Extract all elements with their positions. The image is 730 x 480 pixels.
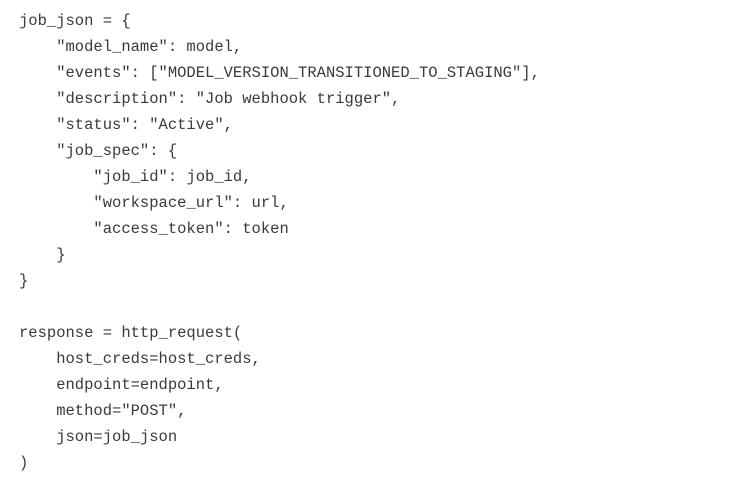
code-line-11: } bbox=[19, 272, 29, 290]
code-line-5: "status": "Active", bbox=[19, 116, 233, 134]
code-line-12 bbox=[19, 294, 730, 320]
code-line-7: "job_id": job_id, bbox=[19, 168, 252, 186]
code-line-1: job_json = { bbox=[19, 12, 131, 30]
code-line-17: json=job_json bbox=[19, 428, 178, 446]
code-line-2: "model_name": model, bbox=[19, 38, 243, 56]
code-line-18: ) bbox=[19, 454, 29, 472]
code-line-6: "job_spec": { bbox=[19, 142, 178, 160]
code-line-8: "workspace_url": url, bbox=[19, 194, 289, 212]
code-line-3: "events": ["MODEL_VERSION_TRANSITIONED_T… bbox=[19, 64, 540, 82]
code-line-16: method="POST", bbox=[19, 402, 187, 420]
code-line-14: host_creds=host_creds, bbox=[19, 350, 261, 368]
code-line-4: "description": "Job webhook trigger", bbox=[19, 90, 401, 108]
code-line-10: } bbox=[19, 246, 66, 264]
code-line-13: response = http_request( bbox=[19, 324, 243, 342]
code-line-15: endpoint=endpoint, bbox=[19, 376, 224, 394]
code-line-9: "access_token": token bbox=[19, 220, 289, 238]
